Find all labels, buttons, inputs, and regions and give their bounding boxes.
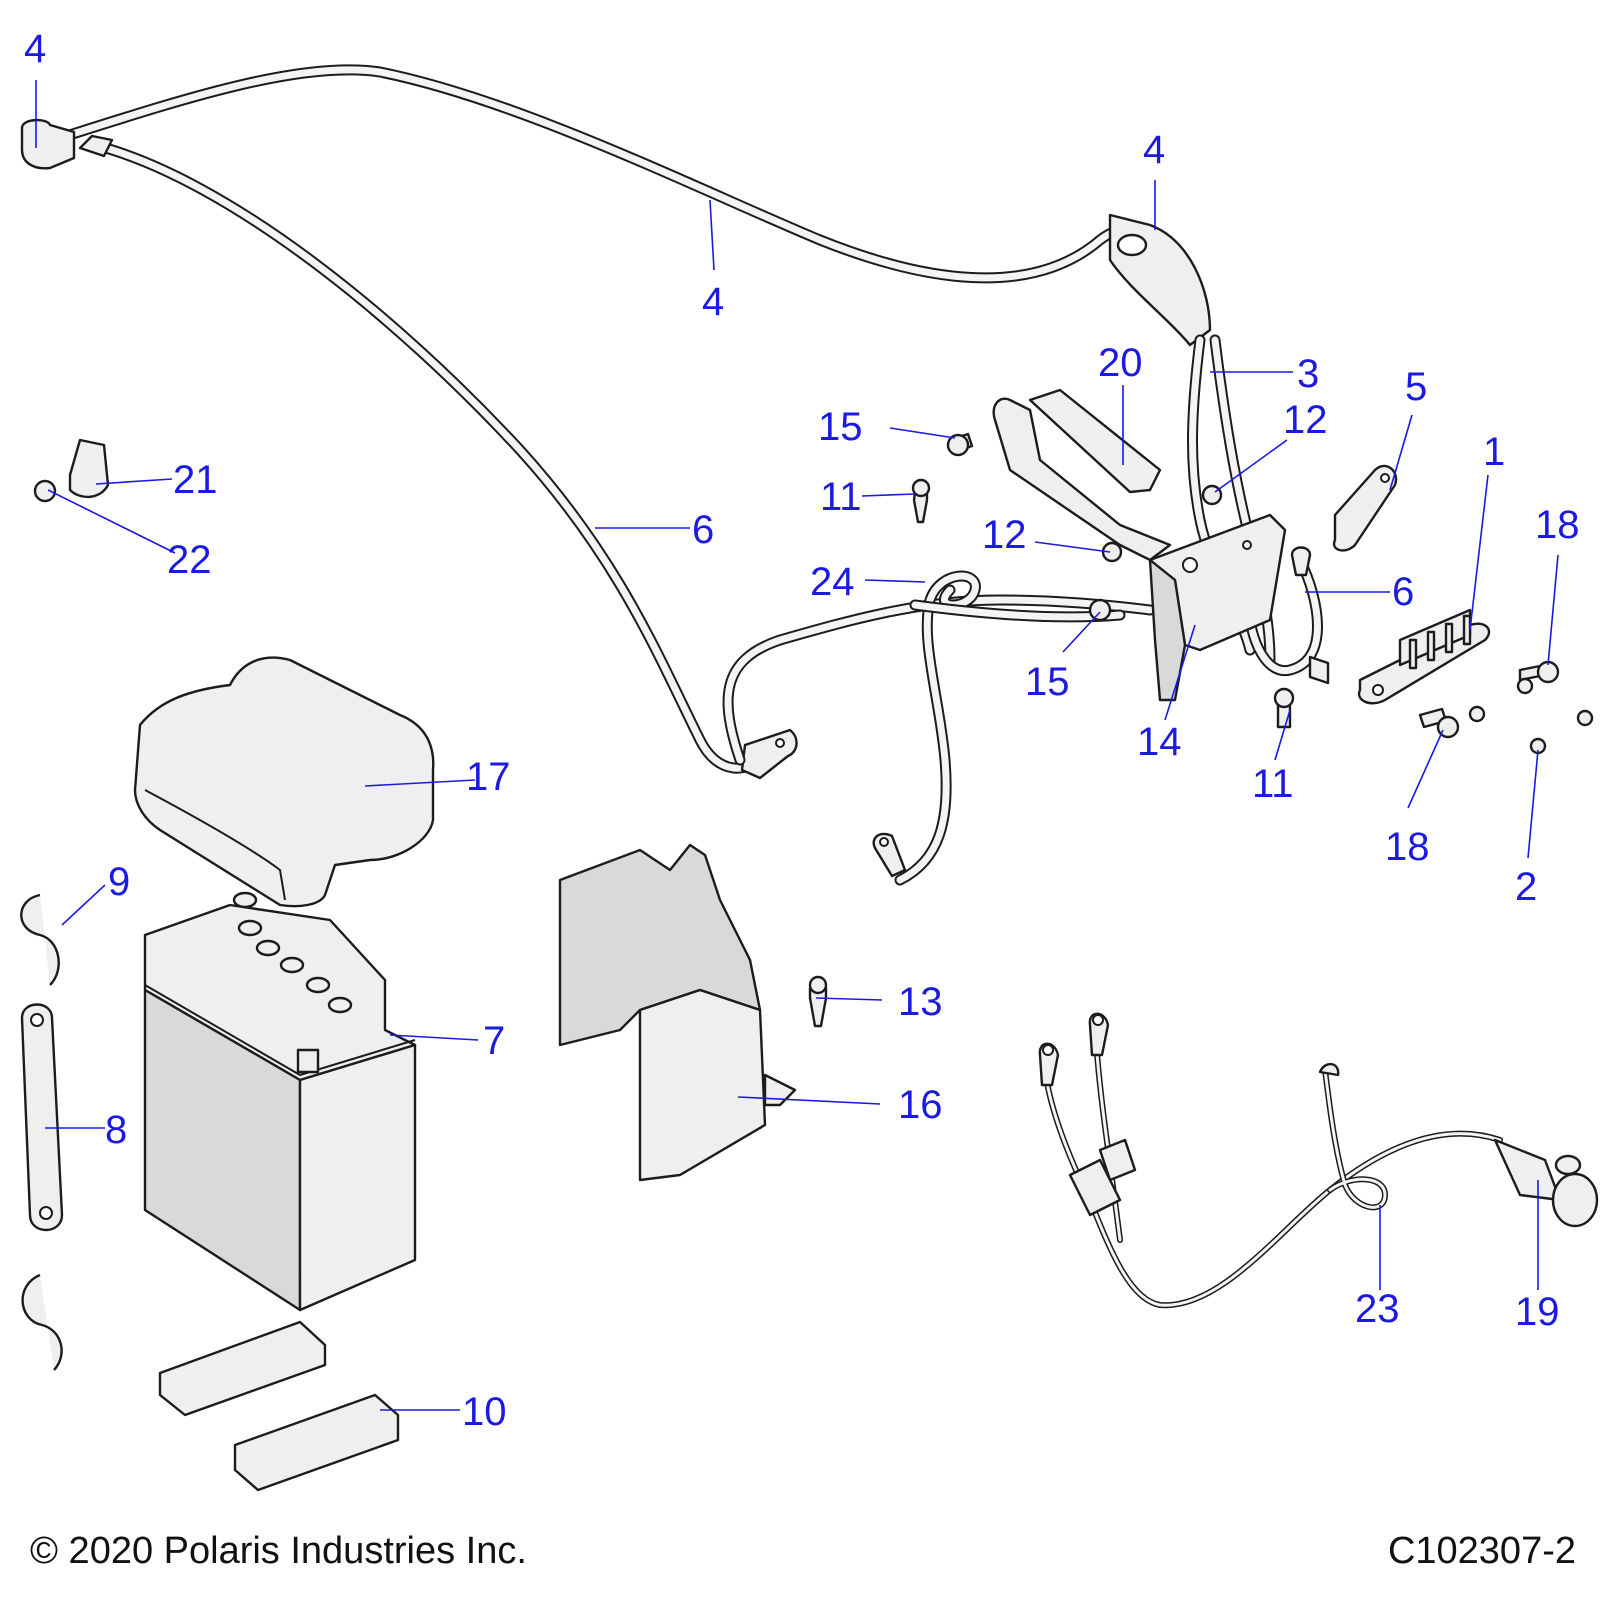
leader-lines (35, 80, 1559, 1411)
callout-8: 8 (105, 1108, 127, 1152)
callout-14: 14 (1137, 720, 1182, 764)
insulator-20 (1028, 388, 1162, 494)
nut-22 (33, 479, 57, 503)
callout-12-lower: 12 (982, 513, 1027, 557)
ring-terminal-6 (1290, 546, 1312, 577)
callout-6-short: 6 (1392, 570, 1414, 614)
callout-21: 21 (173, 458, 218, 502)
callout-22: 22 (167, 538, 212, 582)
callout-18-upper: 18 (1535, 503, 1580, 547)
callout-6-long: 6 (692, 508, 714, 552)
callout-23: 23 (1355, 1287, 1400, 1331)
cable-6-short (1244, 546, 1323, 677)
callouts: 4 4 4 20 3 5 12 1 15 11 21 22 6 12 18 24… (24, 27, 1580, 1434)
battery-terminals (232, 891, 353, 1074)
copyright-notice: © 2020 Polaris Industries Inc. (30, 1530, 527, 1572)
battery-cable-6 (78, 134, 798, 780)
callout-19: 19 (1515, 1290, 1560, 1334)
battery-7 (143, 891, 417, 1312)
fasteners (33, 432, 1594, 1028)
nut-12b (1101, 541, 1123, 563)
wiring-23 (1038, 1012, 1503, 1309)
callout-17: 17 (466, 755, 511, 799)
clips-9 (20, 893, 63, 1371)
drawing-number: C102307-2 (1387, 1530, 1576, 1572)
terminal-boot-left (20, 118, 76, 170)
callout-1: 1 (1483, 430, 1505, 474)
fuse-holder (1068, 1158, 1122, 1217)
callout-11-right: 11 (1252, 762, 1294, 806)
callout-20: 20 (1098, 341, 1143, 385)
callout-13: 13 (898, 980, 943, 1024)
nut-2b (1468, 705, 1486, 723)
callout-2: 2 (1515, 865, 1537, 909)
cable-harness-24 (722, 570, 1156, 886)
callout-7: 7 (483, 1019, 505, 1063)
callout-11-left: 11 (820, 475, 862, 519)
clip-21 (68, 438, 110, 499)
callout-24: 24 (810, 560, 855, 604)
terminal-boot-right (1108, 213, 1212, 347)
accessory-connector-19 (1493, 1138, 1599, 1228)
callout-12-upper: 12 (1283, 398, 1328, 442)
terminal-block-1 (1357, 608, 1491, 705)
battery-cable-4 (20, 64, 1212, 347)
nut-2a (1516, 677, 1534, 695)
callout-4-middle: 4 (702, 280, 724, 324)
callout-18-lower: 18 (1385, 825, 1430, 869)
battery-cover-17 (133, 656, 435, 908)
callout-10: 10 (462, 1390, 507, 1434)
bracket-5 (1332, 464, 1398, 552)
pushpin-15b (1088, 598, 1112, 622)
battery-box-16 (558, 843, 797, 1182)
nut-2c (1576, 709, 1594, 727)
callout-15-upper: 15 (818, 405, 863, 449)
callout-9: 9 (108, 860, 130, 904)
callout-5: 5 (1405, 365, 1427, 409)
ring-terminal-bottom (740, 728, 798, 780)
ring-terminal-24 (872, 832, 907, 878)
strap-8 (20, 1003, 64, 1232)
callout-4-left: 4 (24, 27, 46, 71)
bolt-11c (1308, 655, 1330, 685)
callout-15-lower: 15 (1025, 660, 1070, 704)
callout-16: 16 (898, 1083, 943, 1127)
mount-bracket-14 (992, 397, 1287, 702)
callout-4-right: 4 (1143, 128, 1165, 172)
spacers-10 (158, 1320, 400, 1492)
callout-3: 3 (1297, 352, 1319, 396)
ring-terminal-top (78, 134, 114, 158)
